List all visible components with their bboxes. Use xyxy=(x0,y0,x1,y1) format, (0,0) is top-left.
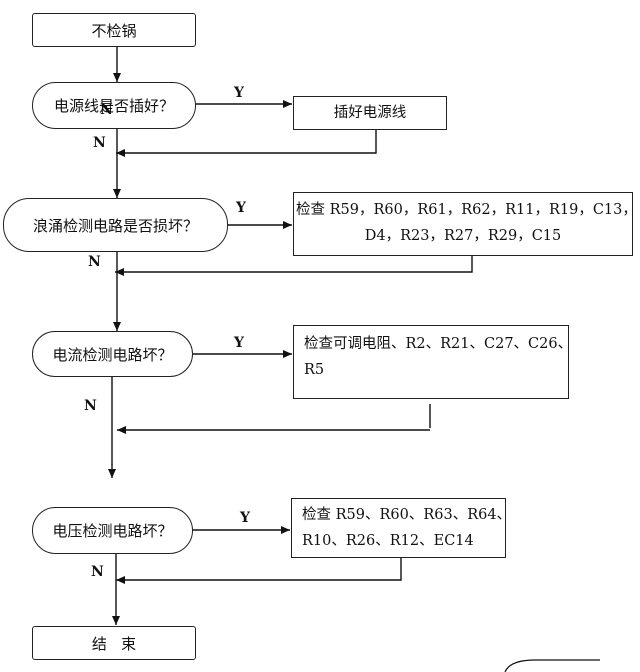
decision-3-no-label: N xyxy=(84,398,97,414)
action-3-box: 检查可调电阻、R2、R21、C27、C26、 R5 xyxy=(293,325,573,399)
action-1-box: 插好电源线 xyxy=(293,96,447,130)
end-node: 结 束 xyxy=(32,626,196,660)
action-3-line-1: 检查可调电阻、R2、R21、C27、C26、 xyxy=(304,336,573,352)
decision-4-yes-label: Y xyxy=(240,510,250,526)
action-4-line-1: 检查 R59、R60、R63、R64、 xyxy=(302,507,512,523)
action-4-line-2: R10、R26、R12、EC14 xyxy=(302,533,474,549)
edge-action-4-return xyxy=(116,558,402,584)
decision-1-node: 电源线是否插好？ xyxy=(32,82,196,129)
action-1-line-1: 插好电源线 xyxy=(333,105,407,121)
start-node: 不检锅 xyxy=(32,13,196,47)
decision-2-node: 浪涌检测电路是否损坏？ xyxy=(3,198,228,252)
action-4-box: 检查 R59、R60、R63、R64、 R10、R26、R12、EC14 xyxy=(291,498,512,558)
action-3-line-2: R5 xyxy=(304,362,325,378)
edge-action-2-return xyxy=(115,256,473,276)
start-node-label: 不检锅 xyxy=(91,21,137,40)
decision-1-yes-label: Y xyxy=(234,85,244,101)
decision-3-node: 电流检测电路坏？ xyxy=(32,331,193,377)
decision-2-yes-label: Y xyxy=(236,200,246,216)
action-2-line-2: D4，R23，R27，R29，C15 xyxy=(364,228,562,244)
decision-2-no-label: N xyxy=(88,254,101,270)
edge-action-1-return xyxy=(116,129,377,157)
decision-3-yes-label: Y xyxy=(234,335,244,351)
end-node-label: 结 束 xyxy=(91,634,137,653)
page-corner-fragment xyxy=(504,659,600,672)
decision-4-no-label: N xyxy=(91,564,104,580)
action-2-box: 检查 R59，R60，R61，R62，R11，R19，C13， D4，R23，R… xyxy=(293,192,637,256)
decision-1-no-label: N xyxy=(100,102,113,118)
decision-1-question: 电源线是否插好？ xyxy=(53,97,174,115)
action-2-line-1: 检查 R59，R60，R61，R62，R11，R19，C13， xyxy=(296,202,637,218)
decision-4-question: 电压检测电路坏？ xyxy=(52,522,173,540)
decision-1-no-label-2: N xyxy=(93,135,106,151)
decision-2-question: 浪涌检测电路是否损坏？ xyxy=(32,216,198,235)
decision-3-question: 电流检测电路坏？ xyxy=(52,345,173,364)
decision-4-node: 电压检测电路坏？ xyxy=(32,507,193,554)
